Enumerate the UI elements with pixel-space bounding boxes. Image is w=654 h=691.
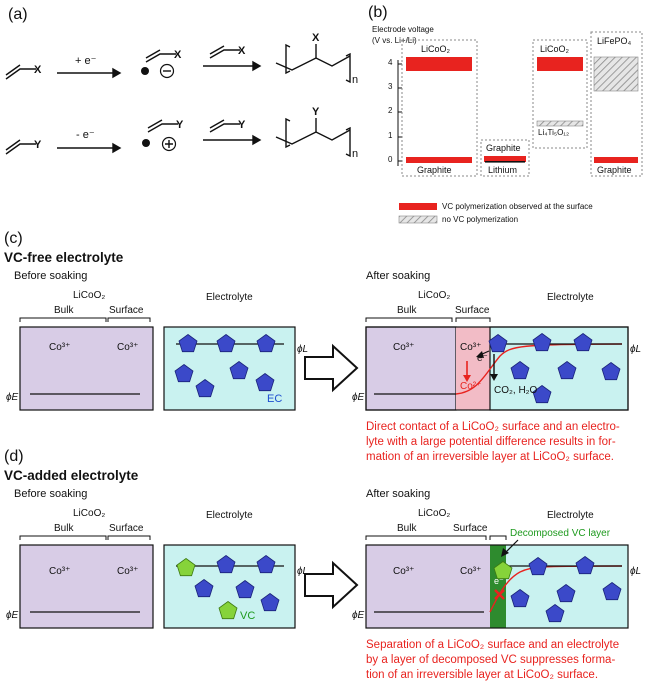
d-before-phi-l: ϕL	[297, 566, 309, 577]
d-after-bulk: Bulk	[397, 523, 417, 534]
c-products-label: CO₂, H₂O	[494, 385, 538, 396]
c-before-bulk: Bulk	[54, 305, 74, 316]
c-after-surface: Surface	[455, 305, 490, 316]
row1-polymer-substituent: X	[312, 32, 320, 44]
d-explanation-line-1: Separation of a LiCoO₂ surface and an el…	[366, 639, 620, 651]
d-before-phi-e: ϕE	[6, 610, 19, 621]
column4-top-label: LiFePO₄	[597, 36, 632, 46]
c-before-phi-l: ϕL	[297, 344, 309, 355]
legend-hatch-label: no VC polymerization	[442, 215, 519, 224]
panel-c-label: (c)	[4, 230, 23, 247]
c-after-bulk: Bulk	[397, 305, 417, 316]
d-before-co3-bulk: Co³⁺	[49, 566, 71, 577]
panel-d-title: VC-added electrolyte	[4, 468, 139, 483]
d-after-electrolyte: Electrolyte	[547, 510, 594, 521]
c-before-licoo2: LiCoO₂	[73, 290, 106, 301]
c-explanation-line-2: lyte with a large potential difference r…	[366, 436, 616, 448]
d-after-phi-l: ϕL	[630, 566, 642, 577]
panel-c-title: VC-free electrolyte	[4, 250, 124, 265]
c-explanation-line-3: mation of an irreversible layer at LiCoO…	[366, 451, 614, 463]
legend-red-label: VC polymerization observed at the surfac…	[442, 202, 593, 211]
d-explanation: Separation of a LiCoO₂ surface and an el…	[366, 638, 652, 683]
c-co2-label: Co²⁺	[460, 381, 482, 392]
panel-a-label: (a)	[8, 6, 28, 23]
c-before-co3-bulk: Co³⁺	[49, 342, 71, 353]
d-after-co3-surface: Co³⁺	[460, 566, 482, 577]
row2-polymer-substituent: Y	[312, 106, 320, 118]
voltage-axis-title-1: Electrode voltage	[372, 25, 434, 34]
row2-substituent-3: Y	[238, 119, 246, 131]
row1-substituent-1: X	[34, 64, 42, 76]
c-before-electrolyte: Electrolyte	[206, 292, 253, 303]
row2-substituent-1: Y	[34, 139, 42, 151]
c-after-phi-e: ϕE	[352, 392, 365, 403]
c-before-surface: Surface	[109, 305, 144, 316]
row2-substituent-2: Y	[176, 119, 184, 131]
c-before-phi-e: ϕE	[6, 392, 19, 403]
d-after-licoo2: LiCoO₂	[418, 508, 451, 519]
d-explanation-line-3: tion of an irreversible layer at LiCoO₂ …	[366, 669, 599, 681]
d-after-label: After soaking	[366, 488, 431, 500]
tick-1: 1	[388, 131, 393, 140]
panel-d-label: (d)	[4, 448, 24, 465]
c-before-co3-surface: Co³⁺	[117, 342, 139, 353]
d-after-phi-e: ϕE	[352, 610, 365, 621]
column1-bottom-label: Graphite	[417, 165, 452, 175]
column3-top-label: LiCoO₂	[540, 44, 570, 54]
row2-arrow-label: - e⁻	[76, 129, 95, 141]
row1-repeat-n: n	[352, 74, 359, 86]
c-after-co3-bulk: Co³⁺	[393, 342, 415, 353]
column1-top-label: LiCoO₂	[421, 44, 451, 54]
c-after-licoo2: LiCoO₂	[418, 290, 451, 301]
row1-arrow-label: + e⁻	[75, 55, 97, 67]
d-after-surface: Surface	[453, 523, 488, 534]
d-before-label: Before soaking	[14, 488, 88, 500]
column3-bottom-label: Li₄Ti₅O₁₂	[538, 128, 570, 137]
tick-3: 3	[388, 82, 393, 91]
c-electron-label: e⁻	[477, 353, 488, 364]
voltage-axis-title-2: (V vs. Li+/Li)	[372, 36, 417, 45]
tick-4: 4	[388, 58, 393, 67]
row1-substituent-2: X	[174, 49, 182, 61]
column4-bottom-label: Graphite	[597, 165, 632, 175]
tick-2: 2	[388, 106, 393, 115]
column2-top-label: Graphite	[486, 143, 521, 153]
d-before-co3-surface: Co³⁺	[117, 566, 139, 577]
d-explanation-line-2: by a layer of decomposed VC suppresses f…	[366, 654, 616, 666]
d-before-licoo2: LiCoO₂	[73, 508, 106, 519]
d-before-surface: Surface	[109, 523, 144, 534]
c-explanation-line-1: Direct contact of a LiCoO₂ surface and a…	[366, 421, 620, 433]
c-after-co3-surface: Co³⁺	[460, 342, 482, 353]
row1-substituent-3: X	[238, 45, 246, 57]
c-before-label: Before soaking	[14, 270, 88, 282]
c-after-label: After soaking	[366, 270, 431, 282]
c-ec-label: EC	[267, 393, 283, 405]
c-after-phi-l: ϕL	[630, 344, 642, 355]
d-before-electrolyte: Electrolyte	[206, 510, 253, 521]
d-after-co3-bulk: Co³⁺	[393, 566, 415, 577]
d-electron-label: e⁻	[494, 576, 504, 586]
column2-bottom-label: Lithium	[488, 165, 518, 175]
c-after-electrolyte: Electrolyte	[547, 292, 594, 303]
d-vc-layer-label: Decomposed VC layer	[510, 528, 611, 539]
panel-b-label: (b)	[368, 4, 388, 21]
c-explanation: Direct contact of a LiCoO₂ surface and a…	[366, 420, 652, 465]
tick-0: 0	[388, 155, 393, 164]
row2-repeat-n: n	[352, 148, 359, 160]
d-before-bulk: Bulk	[54, 523, 74, 534]
d-vc-label: VC	[240, 610, 256, 622]
